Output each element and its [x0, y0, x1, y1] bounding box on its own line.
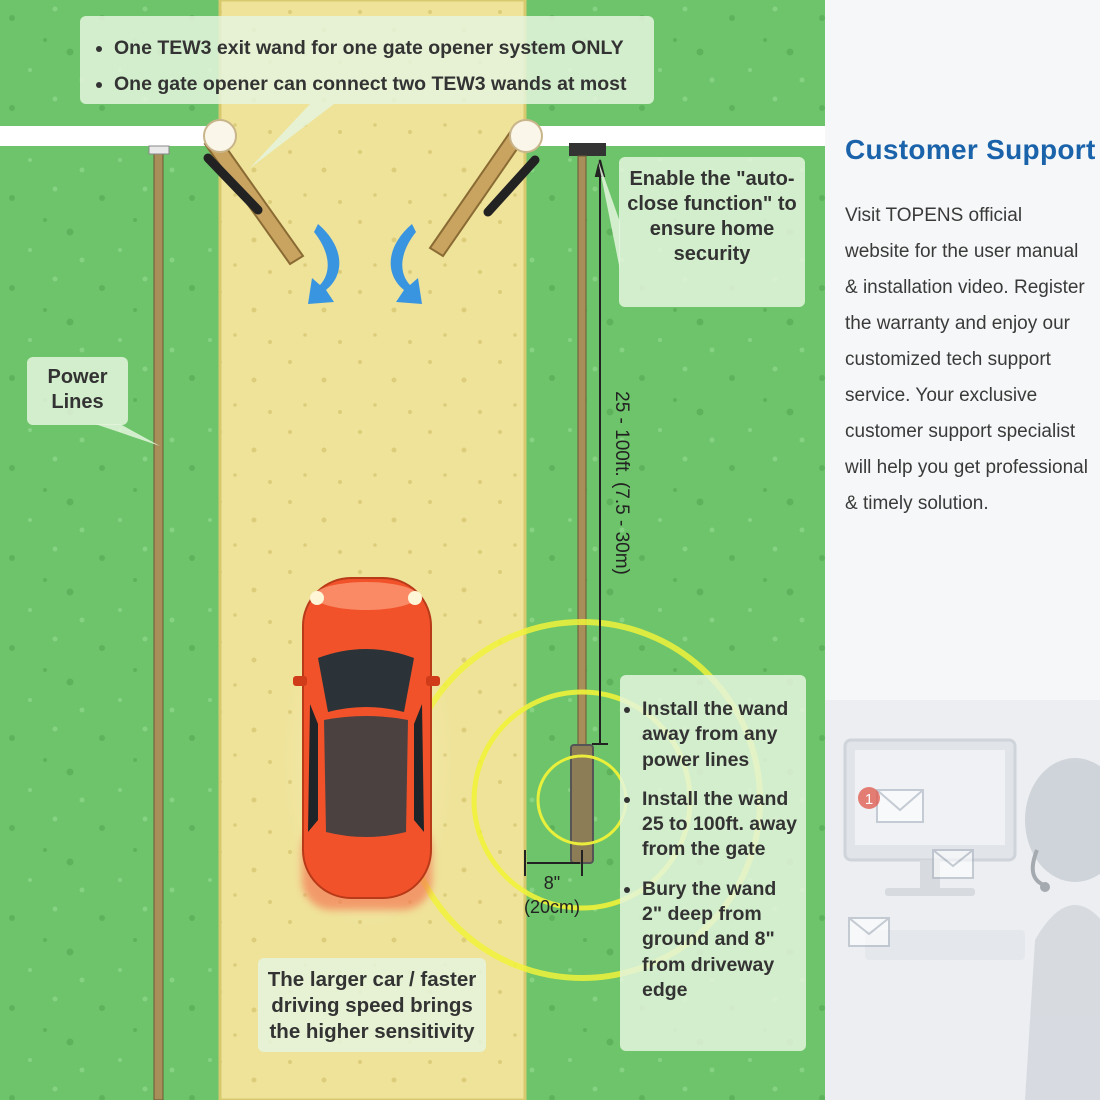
sensitivity-note: The larger car / faster driving speed br… — [258, 958, 486, 1052]
monitor-icon — [843, 738, 1025, 960]
install-tip: Install the wand 25 to 100ft. away from … — [642, 787, 800, 863]
gap-label-cm: (20cm) — [523, 897, 580, 917]
gap-label: 8" (20cm) — [512, 871, 592, 919]
closing-arrow-left — [308, 224, 340, 304]
gate-arm-right — [428, 119, 543, 258]
gate-arm-left — [203, 119, 305, 266]
panel-title: Customer Support — [845, 134, 1096, 165]
wand-cable — [577, 155, 587, 747]
wand-limit-note: One TEW3 exit wand for one gate opener s… — [80, 16, 654, 104]
distance-label: 25 - 100ft. (7.5 - 30m) — [611, 391, 632, 575]
gap-dimension — [524, 850, 583, 876]
auto-close-note: Enable the "auto-close function" to ensu… — [619, 157, 805, 307]
closing-arrow-right — [390, 224, 422, 304]
distance-label-box: 25 - 100ft. (7.5 - 30m) — [608, 385, 634, 581]
installation-diagram: One TEW3 exit wand for one gate opener s… — [0, 0, 825, 1100]
note-item: One TEW3 exit wand for one gate opener s… — [114, 30, 654, 66]
note-item: One gate opener can connect two TEW3 wan… — [114, 66, 654, 102]
car — [282, 577, 454, 930]
customer-support-panel: Customer Support Visit TOPENS official w… — [825, 0, 1100, 1100]
power-lines-label: Power Lines — [27, 357, 128, 425]
support-illustration: 1 — [825, 700, 1100, 1100]
gap-label-in: 8" — [543, 873, 561, 893]
install-tip: Bury the wand 2" deep from ground and 8"… — [642, 877, 800, 1003]
envelope-icon — [848, 789, 974, 947]
fence — [0, 126, 230, 146]
gate-opener-box — [569, 143, 606, 156]
badge-count: 1 — [865, 791, 873, 808]
panel-body: Visit TOPENS official website for the us… — [845, 205, 1088, 514]
install-tip: Install the wand away from any power lin… — [642, 697, 800, 773]
install-tips: Install the wand away from any power lin… — [620, 675, 806, 1051]
notification-badge: 1 — [858, 787, 880, 809]
headset-icon — [1025, 758, 1100, 1100]
power-line — [153, 147, 164, 1100]
